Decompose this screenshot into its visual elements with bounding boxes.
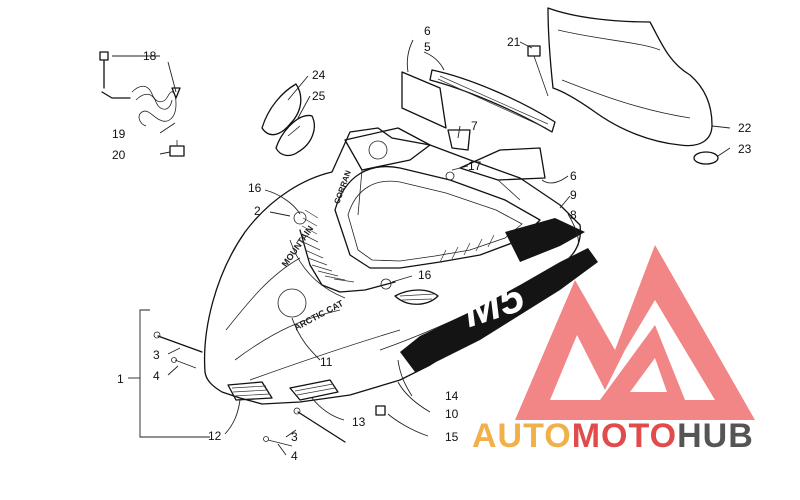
watermark-word-moto: MOTO: [571, 417, 678, 455]
callout-23: 23: [738, 142, 752, 156]
decal-hood-top: CORRAN: [332, 169, 353, 205]
callout-6-right: 6: [570, 169, 577, 183]
callout-25: 25: [312, 89, 326, 103]
callout-13: 13: [352, 415, 366, 429]
side-panel-left: [401, 71, 447, 129]
watermark-word-auto: AUTO: [472, 417, 572, 455]
decal-hood-front: ARCTIC CAT: [292, 298, 345, 333]
leader-lines: [112, 39, 731, 456]
watermark-text: AUTOMOTOHUB: [472, 416, 792, 456]
callout-16-center: 16: [418, 268, 432, 282]
windshield-trim: [429, 69, 556, 133]
callout-18: 18: [143, 49, 157, 63]
callout-24: 24: [312, 68, 326, 82]
callout-12: 12: [208, 429, 222, 443]
callout-22: 22: [738, 121, 752, 135]
hood-shell: [203, 127, 582, 405]
watermark-logo-icon: [515, 245, 755, 420]
hardware-lower: [263, 407, 346, 447]
callout-15: 15: [445, 430, 459, 444]
callout-9: 9: [570, 188, 577, 202]
callout-16-left: 16: [248, 181, 262, 195]
clip-part: [375, 405, 386, 416]
callout-labels: 1 2 3 4 3 4 5 6 6 7 8 9 10 11 12 13 14 1…: [112, 24, 752, 463]
watermark-word-hub: HUB: [677, 417, 754, 455]
harness-parts: [99, 51, 185, 157]
callout-1: 1: [117, 372, 124, 386]
callout-11: 11: [320, 355, 333, 369]
callout-10: 10: [445, 407, 459, 421]
callout-3-upper: 3: [153, 348, 160, 362]
small-hardware: [527, 45, 719, 165]
callout-19: 19: [112, 127, 126, 141]
callout-21: 21: [507, 35, 521, 49]
callout-20: 20: [112, 148, 126, 162]
callout-8: 8: [570, 208, 577, 222]
decal-hood-left: MOUNTAIN: [280, 224, 316, 269]
callout-7: 7: [471, 119, 478, 133]
windshield: [547, 7, 713, 147]
side-panel-right: [459, 147, 546, 201]
callout-3-lower: 3: [291, 430, 298, 444]
callout-17: 17: [468, 159, 482, 173]
callout-14: 14: [445, 389, 459, 403]
hardware-upper: [153, 331, 203, 369]
callout-5: 5: [424, 40, 431, 54]
callout-4-upper: 4: [153, 369, 160, 383]
vent-panel: [447, 129, 471, 151]
callout-2: 2: [254, 204, 261, 218]
mirror-assembly: [261, 83, 315, 157]
callout-4-lower: 4: [291, 449, 298, 463]
side-decal: M5: [400, 218, 598, 372]
callout-6-top: 6: [424, 24, 431, 38]
